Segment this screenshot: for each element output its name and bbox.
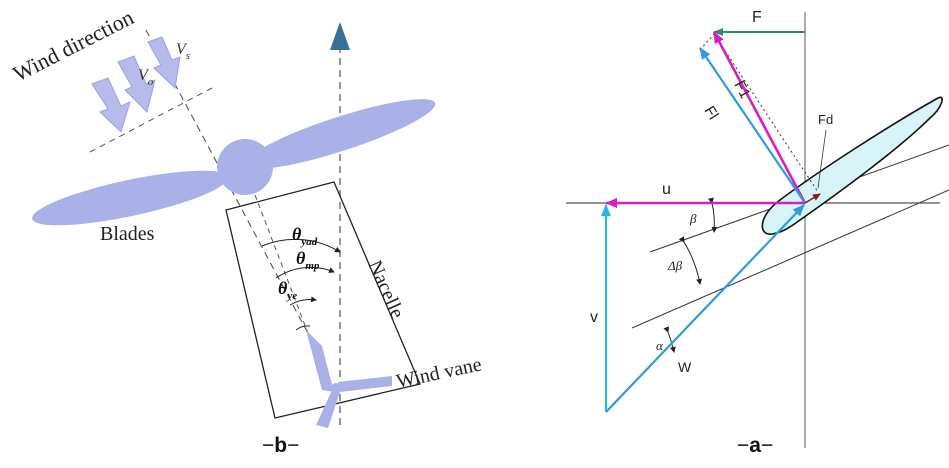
label-F1: F1 <box>730 78 753 101</box>
label-vs-symbol: V <box>176 41 188 58</box>
vane-hub <box>331 383 341 393</box>
vector-Fl <box>699 47 806 204</box>
theta-ye-symbol: θ <box>278 278 288 298</box>
dotted-f1-to-fd <box>713 33 819 193</box>
yaw-axis-arrowhead <box>330 22 350 50</box>
label-theta-mp: θmp <box>296 248 320 272</box>
theta-mp-symbol: θ <box>296 248 306 268</box>
label-vs-subscript: s <box>186 50 190 62</box>
label-Fd: Fd <box>818 112 833 127</box>
label-v0-symbol: V <box>138 67 150 84</box>
zero-lift-line <box>631 189 949 329</box>
label-blades: Blades <box>100 223 155 245</box>
label-v: v <box>590 309 598 326</box>
dotted-fl-to-f1 <box>699 33 715 51</box>
rotor-hub <box>217 139 273 195</box>
wind-arrow-2 <box>117 55 156 113</box>
airfoil <box>761 96 943 235</box>
nacelle-body <box>225 181 421 419</box>
label-u: u <box>662 181 671 198</box>
caption-b-letter: b <box>274 434 288 457</box>
caption-a-suffix: − <box>760 434 774 457</box>
label-v0-subscript: o <box>148 76 154 88</box>
caption-b-suffix: − <box>287 434 300 457</box>
wind-vane <box>306 330 392 428</box>
delta-beta-arc <box>678 236 703 285</box>
vane-arm-right <box>338 376 392 392</box>
caption-b-prefix: − <box>262 434 275 457</box>
caption-b: −b− <box>262 434 299 458</box>
leader-Fd <box>817 129 827 189</box>
label-F: F <box>752 9 762 26</box>
angle-arc-small <box>295 325 311 331</box>
panel-b: Wind direction Vo Vs Blades Nacelle Wind… <box>9 4 484 428</box>
wind-arrow-3 <box>147 36 181 90</box>
blade-right <box>244 99 436 169</box>
vector-W <box>605 204 805 413</box>
blade-left <box>32 170 228 226</box>
wind-front-line <box>89 87 213 153</box>
label-v0: Vo <box>138 67 154 88</box>
alpha-arc <box>663 326 676 353</box>
angle-arc-yad <box>261 238 341 253</box>
theta-mp-subscript: mp <box>305 260 320 272</box>
beta-arc <box>707 197 718 233</box>
caption-a-prefix: − <box>737 434 750 457</box>
label-theta-yad: θyad <box>292 224 318 248</box>
wind-arrows <box>91 36 181 133</box>
theta-ye-subscript: ye <box>285 290 297 302</box>
angle-arc-ye <box>289 296 317 306</box>
label-wind-vane: Wind vane <box>394 353 483 393</box>
vane-arm-up <box>306 330 334 392</box>
label-vs: Vs <box>176 41 190 62</box>
label-beta: β <box>689 211 697 226</box>
wind-arrow-1 <box>91 77 131 133</box>
panel-a: F F1 Fl Fd u v W β Δβ α <box>566 9 949 448</box>
label-theta-ye: θye <box>278 278 297 302</box>
label-nacelle: Nacelle <box>363 257 408 322</box>
vane-arm-left <box>316 386 340 428</box>
label-delta-beta: Δβ <box>667 258 683 273</box>
label-alpha: α <box>656 338 664 353</box>
caption-a: −a− <box>737 434 773 458</box>
label-Fl: Fl <box>701 103 722 123</box>
caption-a-letter: a <box>749 434 761 457</box>
theta-yad-symbol: θ <box>292 224 302 244</box>
vector-Fd <box>804 193 821 204</box>
label-W: W <box>678 359 692 375</box>
angle-arc-mp <box>275 266 335 279</box>
theta-yad-subscript: yad <box>299 236 317 248</box>
vector-F1 <box>712 31 807 204</box>
label-wind-direction: Wind direction <box>9 4 138 86</box>
